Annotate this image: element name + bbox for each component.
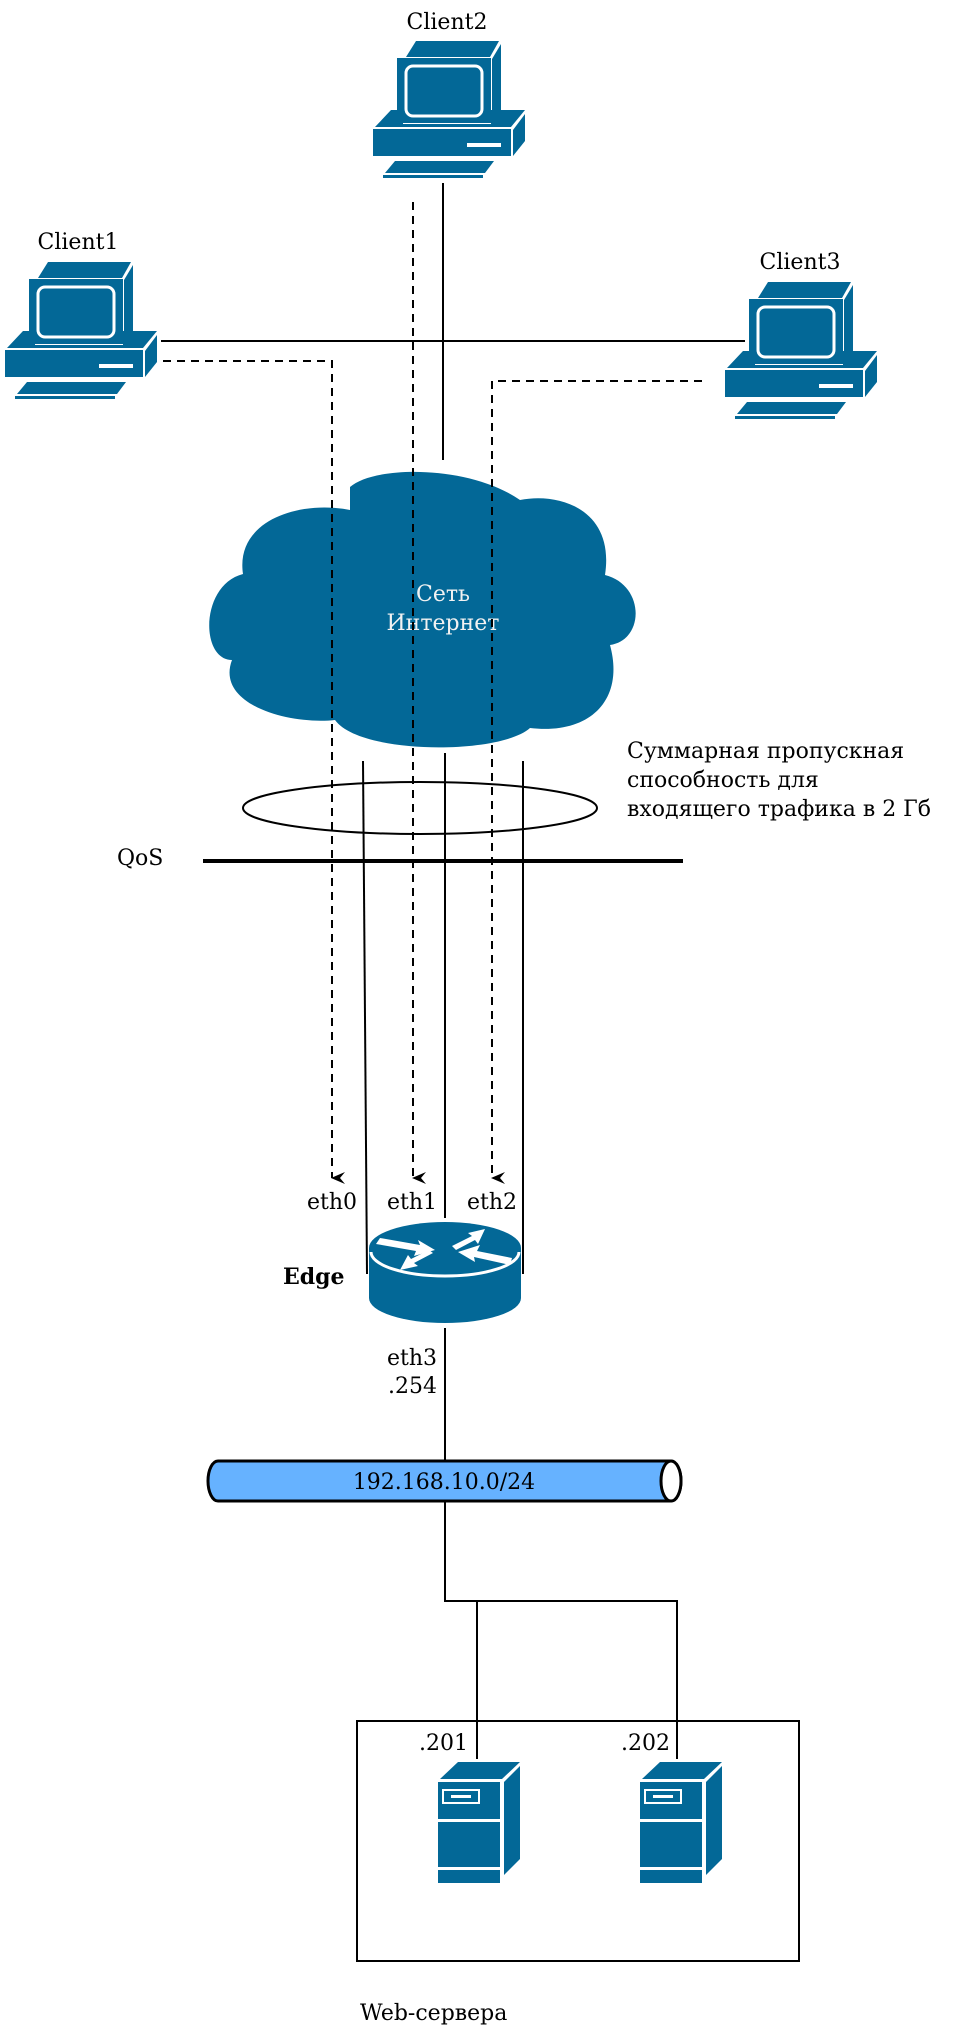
client3-label: Client3 xyxy=(760,250,841,275)
client1-traffic-flow xyxy=(163,360,345,1184)
eth3-label: eth3 xyxy=(387,1346,437,1371)
router-icon[interactable] xyxy=(369,1222,521,1323)
client3-computer-icon[interactable] xyxy=(723,280,879,421)
lan-branch-link xyxy=(444,1502,678,1759)
eth0-link xyxy=(362,760,368,1275)
client2-computer-icon[interactable] xyxy=(371,39,527,180)
bandwidth-note-line1: Суммарная пропускная xyxy=(627,739,904,764)
eth1-label: eth1 xyxy=(387,1190,437,1215)
network-label: 192.168.10.0/24 xyxy=(353,1470,535,1495)
web-servers-group xyxy=(356,1720,800,1962)
qos-label: QoS xyxy=(117,846,163,871)
client1-computer-icon[interactable] xyxy=(3,260,159,401)
router-lan-ip: .254 xyxy=(388,1374,437,1399)
bandwidth-note-line3: входящего трафика в 2 Гб xyxy=(627,797,931,822)
internet-cloud-icon xyxy=(209,471,636,748)
server1-icon[interactable] xyxy=(437,1761,521,1884)
server2-icon[interactable] xyxy=(639,1761,723,1884)
eth2-label: eth2 xyxy=(467,1190,517,1215)
cloud-label-line1: Сеть xyxy=(416,582,470,607)
client2-label: Client2 xyxy=(407,10,488,35)
server1-ip: .201 xyxy=(419,1731,468,1756)
bandwidth-ellipse xyxy=(242,781,598,835)
server2-ip: .202 xyxy=(621,1731,670,1756)
client3-traffic-flow xyxy=(491,380,702,1184)
eth0-label: eth0 xyxy=(307,1190,357,1215)
router-label: Edge xyxy=(283,1264,345,1290)
web-servers-label: Web-сервера xyxy=(360,2001,507,2026)
cloud-label-line2: Интернет xyxy=(387,611,500,636)
client1-label: Client1 xyxy=(38,230,119,255)
network-segment[interactable] xyxy=(206,1459,683,1503)
bandwidth-note-line2: способность для xyxy=(627,768,819,793)
